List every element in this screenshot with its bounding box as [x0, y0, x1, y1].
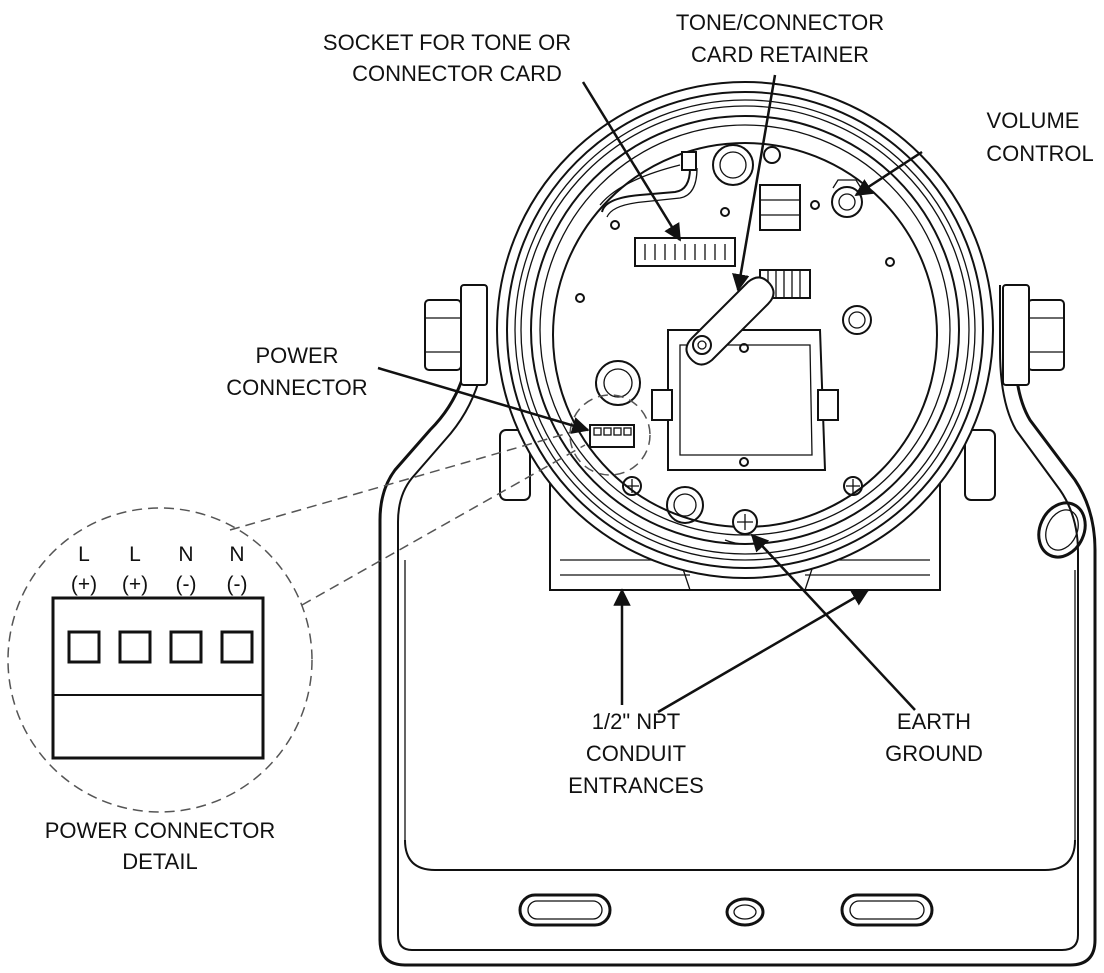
volume-label-1: VOLUME: [987, 108, 1080, 133]
terminal-2-letter: L: [129, 543, 141, 566]
earth-label-2: GROUND: [885, 741, 983, 766]
key-ring: [1037, 501, 1087, 559]
terminal-3-polarity: (-): [176, 573, 197, 596]
socket-label-2: CONNECTOR CARD: [352, 61, 562, 86]
labels: SOCKET FOR TONE OR CONNECTOR CARD TONE/C…: [45, 10, 1094, 874]
volume-leader: [854, 150, 923, 197]
pivot-bolt-left: [424, 284, 488, 386]
mounting-slot-right: [840, 893, 934, 927]
card-retainer-arm: [685, 276, 775, 366]
earth-label-1: EARTH: [897, 709, 971, 734]
terminal-4-letter: N: [229, 543, 244, 566]
terminal-2: [118, 630, 152, 664]
terminal-3-letter: N: [178, 543, 193, 566]
mounting-hole-center: [725, 897, 765, 927]
terminal-4-polarity: (-): [227, 573, 248, 596]
retainer-label-2: CARD RETAINER: [691, 42, 869, 67]
card-clip-left: [651, 389, 673, 421]
volume-label-2: CONTROL: [986, 141, 1094, 166]
socket-label-1: SOCKET FOR TONE OR: [323, 30, 571, 55]
power-connector-highlight: [569, 394, 651, 476]
component-block: [759, 184, 801, 231]
power-label-1: POWER: [255, 343, 338, 368]
card-clip-right: [817, 389, 839, 421]
conduit-label-2: CONDUIT: [586, 741, 686, 766]
terminal-1-polarity: (+): [71, 573, 97, 596]
mounting-bracket: [378, 285, 1097, 967]
retainer-leader: [732, 74, 777, 292]
terminal-1: [67, 630, 101, 664]
terminal-2-polarity: (+): [122, 573, 148, 596]
conduit-label-3: ENTRANCES: [568, 773, 704, 798]
detail-label-2: DETAIL: [122, 849, 197, 874]
conduit-leader-right: [657, 588, 870, 714]
conduit-label-1: 1/2" NPT: [592, 709, 681, 734]
terminal-1-letter: L: [78, 543, 90, 566]
pivot-bolt-right: [1002, 284, 1065, 386]
earth-leader: [750, 533, 916, 711]
power-connector-detail: L L N N (+) (+) (-) (-): [7, 431, 586, 813]
terminal-block: [51, 596, 265, 760]
terminal-4: [220, 630, 254, 664]
power-label-2: CONNECTOR: [226, 375, 367, 400]
mounting-slot-left: [518, 893, 612, 927]
leader-lines: [377, 74, 923, 714]
circuit-board: [569, 144, 895, 545]
wire-connector: [681, 151, 697, 171]
detail-label-1: POWER CONNECTOR: [45, 818, 276, 843]
socket-leader: [581, 81, 682, 242]
volume-control-knob: [831, 186, 863, 218]
power-leader: [377, 366, 590, 434]
terminal-3: [169, 630, 203, 664]
retainer-label-1: TONE/CONNECTOR: [676, 10, 884, 35]
card-holder: [667, 329, 827, 471]
